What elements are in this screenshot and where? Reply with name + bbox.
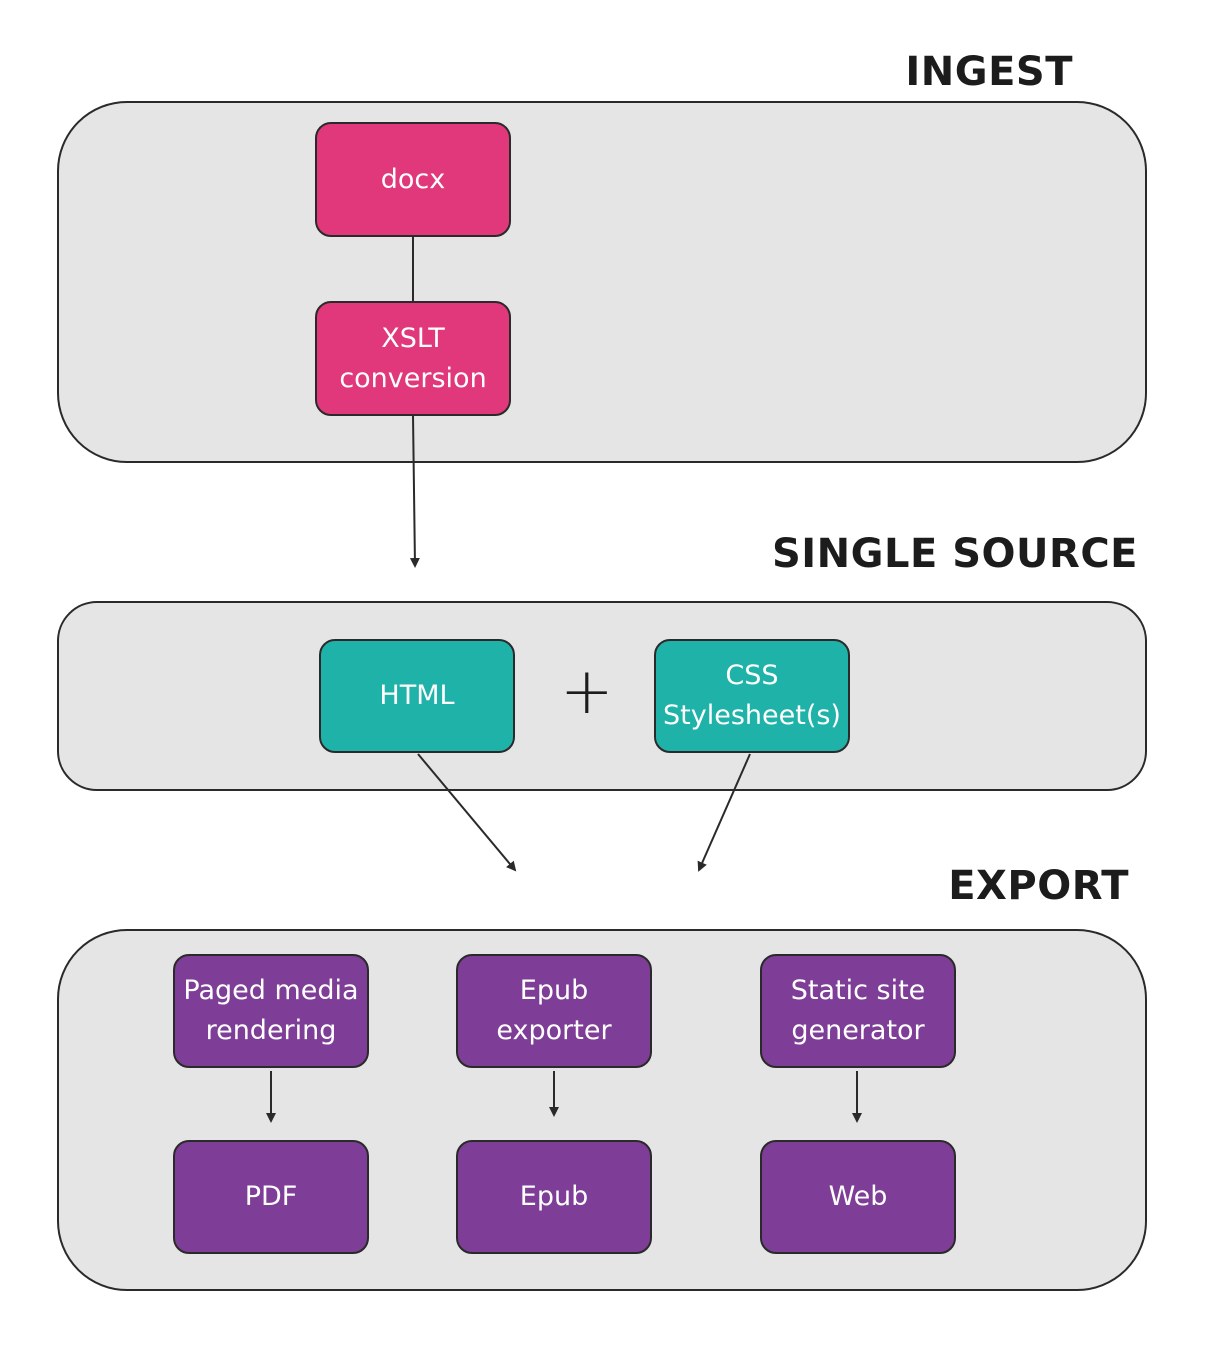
- epub-exporter-node: Epub exporter: [456, 954, 652, 1068]
- docx-node: docx: [315, 122, 511, 237]
- css-stylesheets-node: CSS Stylesheet(s): [654, 639, 850, 753]
- web-node: Web: [760, 1140, 956, 1254]
- ingest-title: INGEST: [905, 49, 1073, 95]
- xslt-conversion-node: XSLT conversion: [315, 301, 511, 416]
- html-to-export-arrow: [417, 753, 517, 872]
- single-source-panel: [57, 601, 1147, 791]
- static-site-generator-node: Static site generator: [760, 954, 956, 1068]
- epub-node: Epub: [456, 1140, 652, 1254]
- css-to-export-arrow: [697, 753, 751, 872]
- export-title: EXPORT: [948, 863, 1129, 909]
- html-node: HTML: [319, 639, 515, 753]
- plus-sign: +: [560, 655, 614, 729]
- xslt-to-html-arrow: [409, 414, 420, 568]
- pdf-node: PDF: [173, 1140, 369, 1254]
- paged-media-rendering-node: Paged media rendering: [173, 954, 369, 1068]
- ingest-panel: [57, 101, 1147, 463]
- single-source-title: SINGLE SOURCE: [771, 531, 1138, 577]
